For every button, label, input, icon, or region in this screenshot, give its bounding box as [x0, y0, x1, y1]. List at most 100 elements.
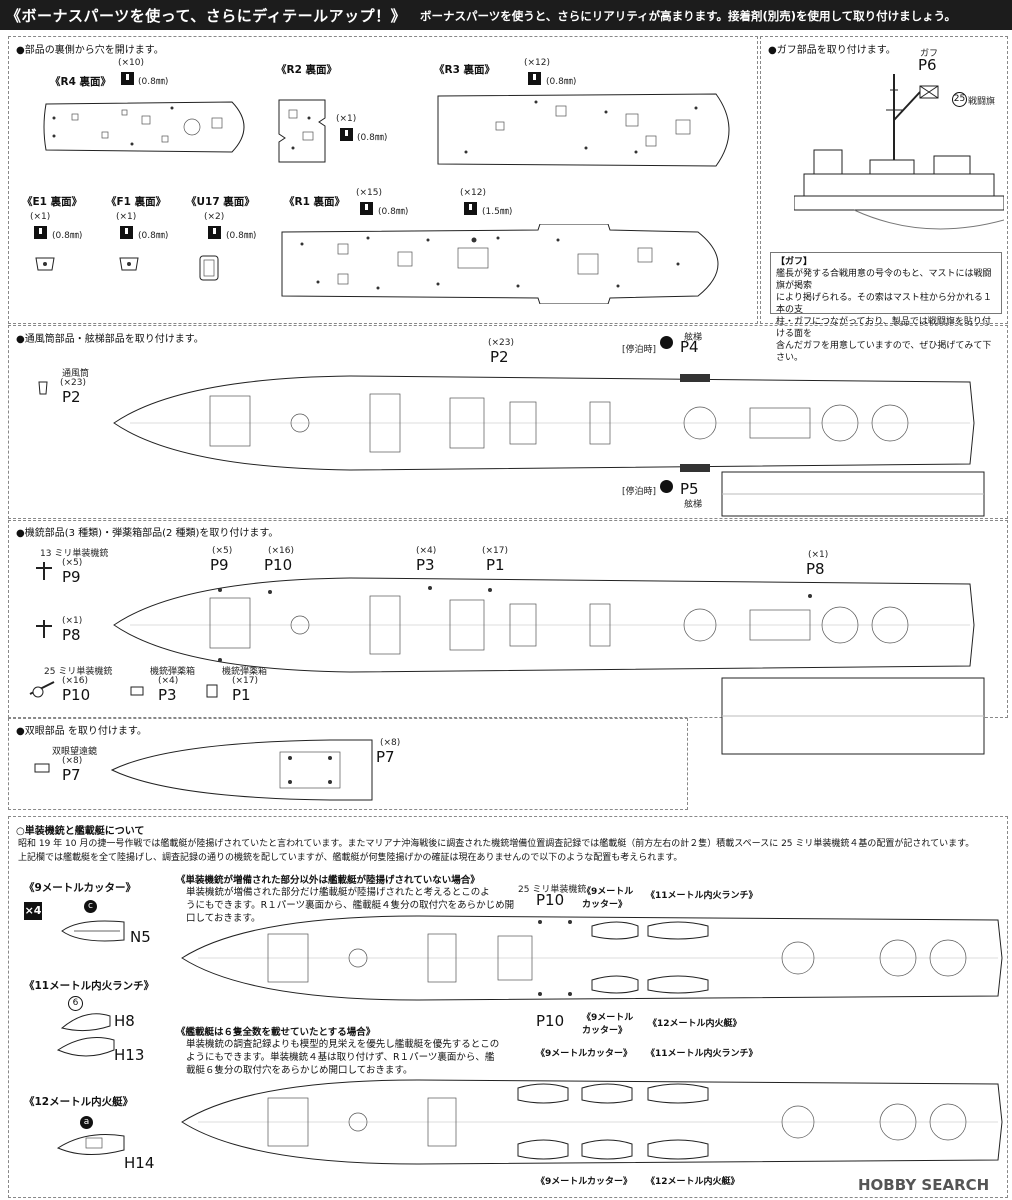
ammo-p3-count: (×4) [158, 676, 179, 686]
p5-name: 舷梯 [684, 500, 703, 510]
p4-mode: [停泊時] [622, 345, 657, 355]
r3-count: (×12) [524, 58, 551, 68]
e1-label: 《E1 裏面》 [22, 196, 83, 208]
gaff-note-line: により掲げられる。その索はマスト柱から分かれる１本の支 [776, 293, 992, 315]
top-p1-part: P1 [486, 556, 505, 574]
guns-section-title: ●機銃部品(3 種類)・弾薬箱部品(2 種類)を取り付けます。 [16, 528, 279, 539]
r1-label: 《R1 裏面》 [284, 196, 346, 208]
ship-stern-detail [720, 676, 986, 756]
gaff-name: ガフ [920, 49, 939, 59]
binocular-top-count: (×8) [380, 738, 401, 748]
drill-icon [120, 226, 133, 239]
p4-part-number: P4 [680, 338, 699, 356]
p5-part-number: P5 [680, 480, 699, 498]
drill-icon [464, 202, 477, 215]
r1-count-b: (×12) [460, 188, 487, 198]
p4-name: 舷梯 [684, 333, 703, 343]
r4-label: 《R4 裏面》 [50, 76, 112, 88]
case2-cutter-bottom: 《9メートルカッター》 [536, 1177, 632, 1187]
case1-line: 口しておきます。 [186, 913, 261, 924]
case2-line: ようにもできます。単装機銃４基は取り付けず、R１パーツ裏面から、艦 [186, 1052, 495, 1063]
ammo-p3-name: 機銃弾薬箱 [150, 667, 196, 677]
ammo-box-icon [130, 686, 144, 696]
case1-cutter-bottom: 《9メートル カッター》 [582, 1013, 634, 1036]
vent-part-icon [36, 380, 50, 396]
launch-part-a: H8 [114, 1012, 135, 1030]
gun-p8-part: P8 [62, 626, 81, 644]
gun-13mm-name: 13 ミリ単装機銃 [40, 549, 109, 559]
top-p10-count: (×16) [268, 546, 295, 556]
gaff-section-title: ●ガフ部品を取り付けます。 [768, 45, 896, 56]
gun-25mm-part: P10 [62, 686, 91, 704]
r4-part-drawing [42, 98, 260, 156]
boats-para: 上記欄では艦載艇を全て陸揚げし、調査記録の通りの機銃を配していますが、艦載艇が何… [18, 853, 683, 863]
drill-icon [34, 226, 47, 239]
p5-mode: [停泊時] [622, 487, 657, 497]
flag-number-badge: 25 [952, 92, 967, 107]
case2-cutter-top: 《9メートルカッター》 [536, 1049, 632, 1059]
f1-count: (×1) [116, 212, 137, 222]
top-p9-count: (×5) [212, 546, 233, 556]
f1-part-drawing [118, 254, 140, 274]
r1-size-a: (0.8㎜) [378, 207, 409, 217]
case1-gun-name: 25 ミリ単装機銃 [518, 885, 587, 895]
case1-title: 《単装機銃が増備された部分以外は艦載艇が陸揚げされていない場合》 [176, 875, 480, 886]
binocular-count: (×8) [62, 756, 83, 766]
cutter-qty: ×4 [24, 902, 42, 920]
boat12-mark: a [80, 1116, 93, 1129]
top-p9-part: P9 [210, 556, 229, 574]
drill-icon [208, 226, 221, 239]
gun-25mm-icon [26, 678, 56, 700]
gaff-note-line: 含んだガフを用意していますので、ぜひ掲げてみて下さい。 [776, 341, 992, 363]
ship-deck-guns [110, 570, 976, 680]
ammo-p1-part: P1 [232, 686, 251, 704]
vent-name: 通風筒 [62, 369, 90, 379]
binocular-section-title: ●双眼部品 を取り付けます。 [16, 726, 147, 737]
gun-13mm-count: (×5) [62, 558, 83, 568]
panel-drill [8, 36, 758, 324]
panel-guns [8, 520, 1008, 718]
binocular-icon [34, 762, 50, 774]
boat12-label: 《12メートル内火艇》 [24, 1096, 134, 1108]
top-p8-part: P8 [806, 560, 825, 578]
header-bar: 《ボーナスパーツを使って、さらにディテールアップ！》 ボーナスパーツを使うと、さ… [0, 0, 1012, 30]
u17-part-drawing [198, 254, 220, 282]
flag-label: 戦闘旗 [968, 97, 996, 107]
u17-count: (×2) [204, 212, 225, 222]
top-p3-part: P3 [416, 556, 435, 574]
ammo-box-icon [206, 684, 218, 698]
panel-boats-note [8, 816, 1008, 1198]
r1-count-a: (×15) [356, 188, 383, 198]
panel-binocular [8, 718, 688, 810]
case2-line: 単装機銃の調査記録よりも模型的見栄えを優先し艦載艇を優先するとこの [186, 1039, 500, 1050]
r4-size: (0.8㎜) [138, 77, 169, 87]
r1-part-drawing [278, 224, 740, 304]
boat12-drawing [56, 1126, 126, 1162]
drill-icon [121, 72, 134, 85]
f1-size: (0.8㎜) [138, 231, 169, 241]
boat12-part: H14 [124, 1154, 155, 1172]
launch-mark: 6 [68, 996, 83, 1011]
launch-part-b: H13 [114, 1046, 145, 1064]
r2-count: (×1) [336, 114, 357, 124]
ladder-icon [660, 480, 673, 493]
vents-section-title: ●通風筒部品・舷梯部品を取り付けます。 [16, 334, 204, 345]
boats-para: 昭和 19 年 10 月の捷一号作戦では艦載艇が陸揚げされていたと言われています… [18, 839, 975, 849]
top-p1-count: (×17) [482, 546, 509, 556]
cutter-drawing [60, 916, 126, 946]
top-p10-part: P10 [264, 556, 293, 574]
ship-deck-case1 [178, 908, 1004, 1008]
vent-top-part: P2 [490, 348, 509, 366]
launch-label: 《11メートル内火ランチ》 [24, 980, 155, 992]
case2-line: 載艇６隻分の取付穴をあらかじめ開口しておきます。 [186, 1065, 413, 1076]
top-p8-count: (×1) [808, 550, 829, 560]
ship-deck-case2 [178, 1072, 1004, 1172]
r3-size: (0.8㎜) [546, 77, 577, 87]
case1-line: 単装機銃が増備された部分だけ艦載艇が陸揚げされたと考えるとこのよ [186, 887, 490, 898]
cutter-label: 《9メートルカッター》 [24, 882, 136, 894]
r4-count: (×10) [118, 58, 145, 68]
watermark-logo: HOBBY SEARCH [858, 1176, 990, 1194]
case2-launch-top: 《11メートル内火ランチ》 [646, 1049, 758, 1059]
binocular-part: P7 [62, 766, 81, 784]
ship-stern-detail [720, 470, 986, 518]
